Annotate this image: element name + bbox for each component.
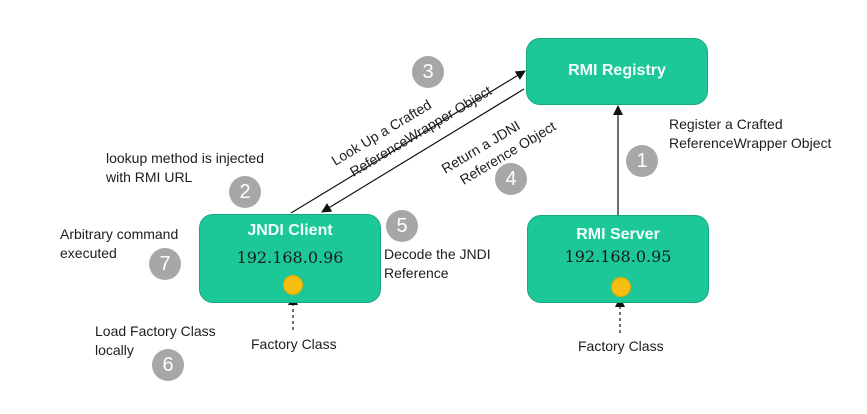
step-2-line-2: with RMI URL <box>106 169 193 185</box>
jndi-client-ip: 192.168.0.96 <box>236 248 344 267</box>
step-2-badge: 2 <box>229 176 261 208</box>
step-1-badge: 1 <box>626 145 658 177</box>
step-1-line-2: ReferenceWrapper Object <box>669 135 832 151</box>
step-6-line-2: locally <box>95 342 134 358</box>
step-3-badge: 3 <box>412 56 444 88</box>
step-2-label: lookup method is injected with RMI URL <box>106 149 264 187</box>
step-1-line-1: Register a Crafted <box>669 116 783 132</box>
step-6-label: Load Factory Class locally <box>95 322 216 360</box>
client-factory-dot <box>283 275 303 295</box>
step-7-line-2: executed <box>60 245 117 261</box>
step-1-label: Register a Crafted ReferenceWrapper Obje… <box>669 115 831 153</box>
rmi-server-title: RMI Server <box>576 226 660 243</box>
step-7-label: Arbitrary command executed <box>60 225 178 263</box>
rmi-registry-node: RMI Registry <box>526 38 708 105</box>
jndi-client-node: JNDI Client 192.168.0.96 <box>199 214 381 303</box>
rmi-registry-title: RMI Registry <box>568 62 666 79</box>
rmi-server-ip: 192.168.0.95 <box>564 247 672 266</box>
client-factory-label: Factory Class <box>251 336 337 352</box>
server-factory-dot <box>611 277 631 297</box>
server-factory-label: Factory Class <box>578 338 664 354</box>
arrow-return-to-client <box>321 88 525 213</box>
step-2-line-1: lookup method is injected <box>106 150 264 166</box>
jndi-client-title: JNDI Client <box>247 222 333 239</box>
step-6-badge: 6 <box>152 349 184 381</box>
step-5-badge: 5 <box>386 210 418 242</box>
step-5-line-1: Decode the JNDI <box>384 246 491 262</box>
step-6-line-1: Load Factory Class <box>95 323 216 339</box>
step-7-line-1: Arbitrary command <box>60 226 179 242</box>
rmi-server-node: RMI Server 192.168.0.95 <box>527 215 709 303</box>
step-5-label: Decode the JNDI Reference <box>384 245 491 283</box>
arrow-lookup-to-registry <box>290 70 526 214</box>
step-4-badge: 4 <box>495 163 527 195</box>
step-7-badge: 7 <box>149 248 181 280</box>
step-5-line-2: Reference <box>384 265 449 281</box>
